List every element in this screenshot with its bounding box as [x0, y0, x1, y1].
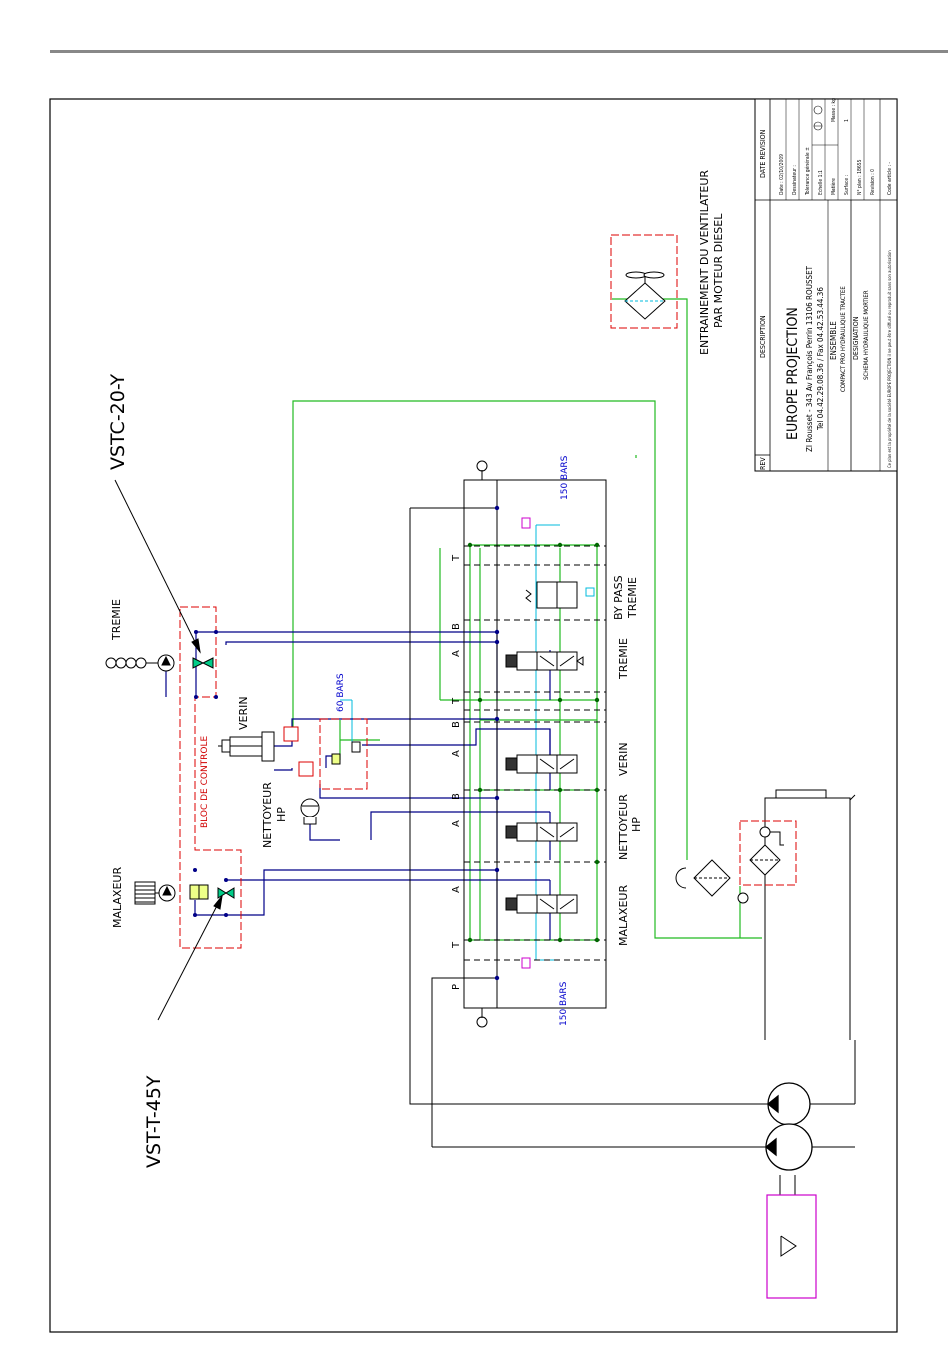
valve-tremie [505, 651, 584, 671]
port-t-top: T [451, 554, 462, 562]
tb-dessinateur: Dessinateur : [792, 165, 798, 195]
label-nettoyeur: NETTOYEUR [261, 782, 274, 848]
tb-designation: SCHEMA HYDRAULIQUE MORTIER [863, 290, 870, 380]
tb-code: Code article : - [887, 162, 893, 195]
vst-valve [189, 884, 235, 900]
label-verin: VERIN [237, 696, 250, 730]
label-bypass-2: TREMIE [626, 577, 639, 619]
label-entrainement-2: PAR MOTEUR DIESEL [712, 213, 725, 328]
vstc-valve [192, 657, 214, 669]
label-entrainement-1: ENTRAINEMENT DU VENTILATEUR [698, 170, 711, 355]
label-vst: VST-T-45Y [143, 1075, 165, 1168]
verin-cylinder [218, 731, 275, 762]
port-p: P [451, 984, 462, 990]
port-b-nett: B [451, 793, 462, 800]
label-section-tremie: TREMIE [617, 638, 630, 680]
junction-dots-blue [193, 505, 500, 981]
green-lines [292, 298, 762, 941]
tb-ensemble: COMPACT PRO HYDRAULIQUE TRACTEE [840, 286, 847, 392]
label-bloc-controle: BLOC DE CONTROLE [200, 735, 210, 828]
projection-symbol-icon [813, 105, 823, 115]
check-valve-icon [759, 826, 771, 838]
port-a-verin: A [451, 750, 462, 757]
tb-date: Date : 02/10/2009 [779, 154, 785, 195]
port-t-mid: T [451, 697, 462, 705]
nettoyeur-pump [300, 798, 320, 825]
pumps [764, 1082, 813, 1171]
fan-icon [625, 271, 647, 279]
label-section-nettoyeur: NETTOYEUR [617, 794, 630, 860]
cooler-fan [624, 271, 666, 320]
label-150-bars-top: 150 BARS [560, 455, 570, 500]
valve-malaxeur [505, 894, 578, 914]
tb-revision: Revision : 0 [870, 169, 876, 195]
label-section-verin: VERIN [617, 742, 630, 776]
relief-valves [331, 517, 531, 969]
tb-phone: Tel 04.42.29.08.36 / Fax 04.42.53.44.36 [816, 287, 825, 431]
port-b-verin: B [451, 721, 462, 728]
drawing-frame [49, 98, 898, 1333]
red-small-boxes [283, 726, 314, 777]
junction-dots [467, 542, 600, 943]
tb-masse: Masse : kg [831, 98, 837, 122]
label-bypass-1: BY PASS [612, 575, 625, 620]
red-dashed-boxes [179, 234, 797, 949]
port-b-bypass: B [451, 623, 462, 630]
return-filter [675, 826, 784, 904]
tb-company: EUROPE PROJECTION [785, 307, 801, 440]
tremie-actuator [105, 654, 175, 672]
label-60-bars: 60 BARS [336, 673, 346, 712]
valve-nettoyeur [505, 822, 578, 842]
diesel-motor-box [766, 1194, 817, 1299]
valve-bypass [525, 581, 595, 609]
valve-verin [505, 754, 578, 774]
tb-plan: N° plan : 18655 [857, 159, 863, 195]
port-a-nett: A [451, 820, 462, 827]
annotation-arrows [114, 479, 223, 1021]
tb-ensemble-label: ENSEMBLE [829, 321, 838, 360]
label-section-malaxeur: MALAXEUR [617, 885, 630, 946]
tb-rev: REV [759, 457, 767, 470]
port-letters: T B A T B A B A A T P [451, 554, 462, 990]
tb-surface: Surface : [844, 175, 850, 195]
label-hp: HP [275, 807, 288, 822]
black-lines [409, 460, 856, 1195]
tb-address: ZI Rousset - 343 Av François Perrin 1310… [805, 265, 814, 452]
tb-designation-label: DESIGNATION [852, 316, 860, 360]
label-section-hp: HP [630, 817, 643, 832]
gauge-icon [737, 892, 749, 904]
header-rule [50, 50, 948, 53]
tb-matiere: Matière [830, 178, 837, 195]
label-150-bars-bottom: 150 BARS [559, 981, 569, 1026]
port-a-tremie: A [451, 650, 462, 657]
motor-symbol-icon [780, 1235, 797, 1257]
label-vstc: VSTC-20-Y [107, 374, 129, 470]
malaxeur-actuator [134, 881, 176, 905]
tb-echelle: Echelle 1:1 [818, 170, 824, 195]
tb-tolerance: Tolerance générale ± [804, 147, 811, 196]
tb-copyright: Ce plan est la propriété de la société E… [887, 250, 892, 468]
port-t-bottom: T [451, 941, 462, 949]
title-block: DATE REVISION DESCRIPTION REV Date : 02/… [754, 98, 898, 472]
directional-valves [331, 517, 595, 969]
port-a-malax: A [451, 886, 462, 893]
tb-qty: 1 [844, 119, 850, 122]
tb-description: DESCRIPTION [759, 315, 767, 358]
label-tremie: TREMIE [110, 599, 123, 641]
tb-date-revision: DATE REVISION [759, 129, 767, 178]
label-malaxeur: MALAXEUR [111, 867, 124, 928]
